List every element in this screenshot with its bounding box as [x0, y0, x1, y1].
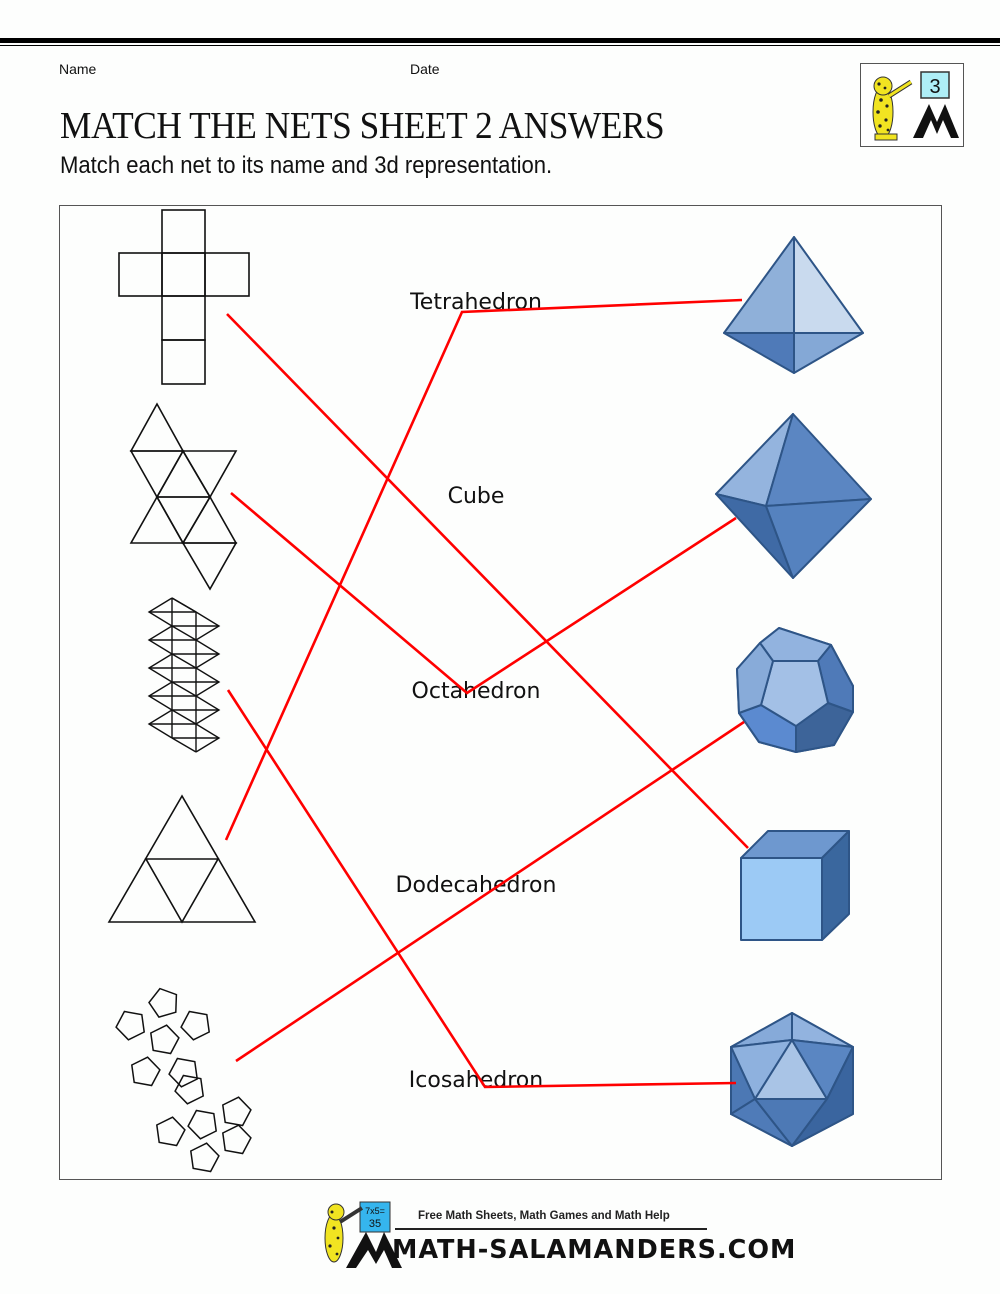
footer-tagline: Free Math Sheets, Math Games and Math He…: [418, 1210, 670, 1222]
tetrahedron-3d-icon: [723, 236, 864, 374]
pentagon-face: [115, 1010, 146, 1041]
page-title: MATCH THE NETS SHEET 2 ANSWERS: [60, 105, 665, 147]
answer-line-icosahedron: [226, 689, 737, 1089]
date-label: Date: [410, 61, 440, 77]
pentagon-face: [187, 1109, 218, 1140]
instructions: Match each net to its name and 3d repres…: [60, 152, 553, 179]
grade-logo: 3: [860, 63, 964, 147]
footer-site-name: MATH-SALAMANDERS.COM: [392, 1235, 797, 1265]
dodecahedron-net-icon: [115, 987, 252, 1173]
octahedron-3d-icon: [715, 413, 872, 579]
cube-net-icon: [118, 209, 250, 385]
svg-text:7x5=: 7x5=: [365, 1206, 385, 1216]
header-rule: [0, 38, 1000, 43]
salamander-footer-icon: 7x5= 35: [324, 1201, 402, 1268]
icosahedron-net-icon: [147, 597, 221, 753]
answer-line-tetrahedron: [224, 298, 743, 841]
tetrahedron-net-icon: [107, 794, 257, 924]
name-label: Name: [59, 61, 97, 77]
pentagon-face: [180, 1010, 211, 1041]
icosahedron-3d-icon: [730, 1012, 854, 1147]
pentagon-face: [189, 1142, 220, 1173]
worksheet-frame: [59, 205, 942, 1180]
label-octahedron: Octahedron: [411, 679, 541, 704]
pentagon-face: [148, 987, 178, 1018]
pentagon-face: [155, 1116, 186, 1147]
pentagon-face: [149, 1024, 180, 1055]
answer-line-octahedron: [230, 492, 737, 695]
pentagon-face: [168, 1057, 199, 1088]
cube-3d-icon: [740, 830, 850, 941]
footer-rule: [395, 1228, 707, 1230]
label-dodecahedron: Dodecahedron: [395, 873, 557, 898]
header-rule-thin: [0, 45, 1000, 46]
label-cube: Cube: [447, 484, 505, 509]
pentagon-face: [174, 1074, 205, 1105]
dodecahedron-3d-icon: [736, 627, 854, 753]
pentagon-face: [221, 1096, 252, 1127]
pentagon-face: [221, 1124, 252, 1155]
answer-line-cube: [226, 313, 749, 849]
salamander-logo-icon: 3: [872, 71, 959, 141]
pentagon-face: [130, 1056, 161, 1087]
svg-text:35: 35: [369, 1218, 381, 1230]
answer-line-dodecahedron: [235, 720, 745, 1063]
grade-badge-text: 3: [929, 76, 940, 98]
octahedron-net-icon: [129, 402, 238, 591]
